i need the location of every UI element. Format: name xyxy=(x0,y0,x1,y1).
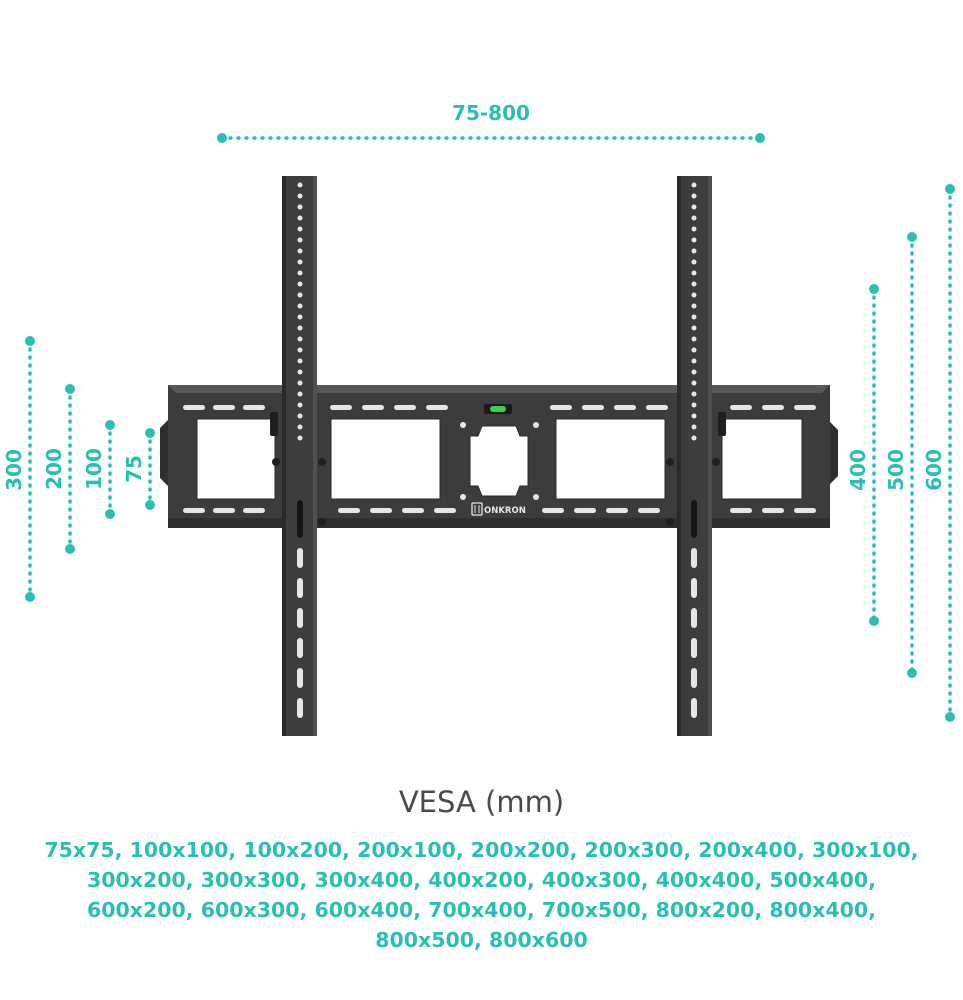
right-dimensions xyxy=(872,187,952,719)
vesa-list-line: 800x500, 800x600 xyxy=(375,928,588,952)
dimension-label-600: 600 xyxy=(922,449,946,491)
left-arm xyxy=(282,176,317,736)
horizontal-dimension: 75-800 xyxy=(217,101,765,143)
dimension-label-75: 75 xyxy=(122,455,146,483)
dimension-label-400: 400 xyxy=(846,449,870,491)
right-dimension-dots xyxy=(869,184,955,722)
vesa-list-line: 600x200, 600x300, 600x400, 700x400, 700x… xyxy=(87,898,876,922)
wall-plate: ONKRON xyxy=(160,385,838,528)
left-dimensions xyxy=(28,339,152,599)
brand-logo-text: ONKRON xyxy=(484,506,526,516)
onkron-logo-icon xyxy=(471,502,483,516)
vesa-list-line: 75x75, 100x100, 100x200, 200x100, 200x20… xyxy=(44,838,919,862)
dimension-label-300: 300 xyxy=(2,449,26,491)
dimension-label-100: 100 xyxy=(82,448,106,490)
vesa-list-line: 300x200, 300x300, 300x400, 400x200, 400x… xyxy=(87,868,876,892)
vesa-title: VESA (mm) xyxy=(398,785,565,819)
bubble-level-icon xyxy=(484,404,512,414)
dimension-label-200: 200 xyxy=(42,448,66,490)
right-arm xyxy=(677,176,712,736)
dimension-label-width: 75-800 xyxy=(452,101,530,125)
left-dimension-dots xyxy=(25,336,155,602)
dimension-label-500: 500 xyxy=(884,449,908,491)
vesa-list: 75x75, 100x100, 100x200, 200x100, 200x20… xyxy=(40,835,923,955)
